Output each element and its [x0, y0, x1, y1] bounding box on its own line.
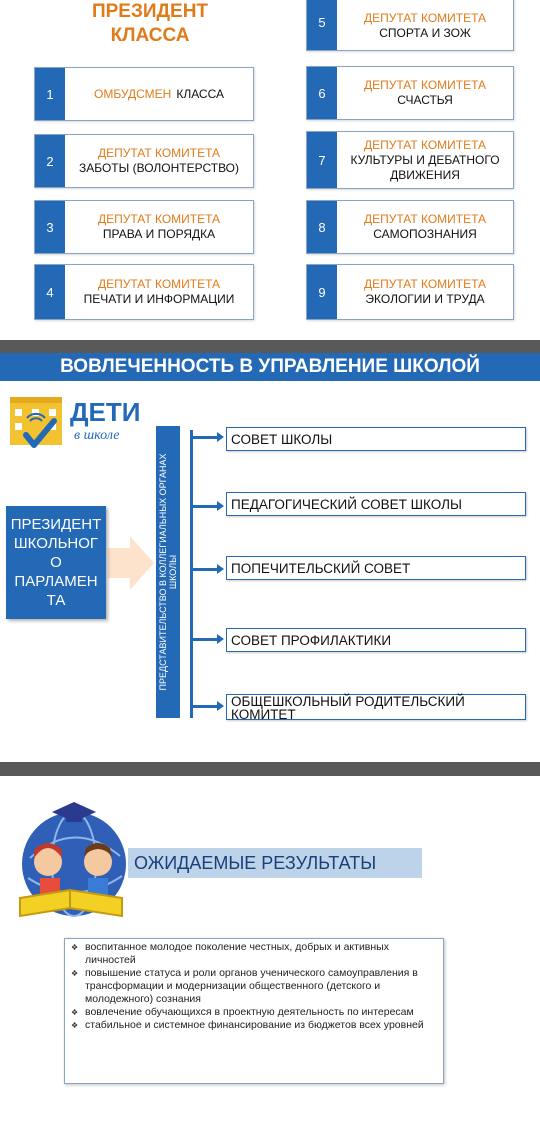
president-line: О	[50, 554, 62, 571]
role-card-2: 2 ДЕПУТАТ КОМИТЕТА ЗАБОТЫ (ВОЛОНТЕРСТВО)	[34, 134, 254, 188]
president-line: ШКОЛЬНОГ	[13, 535, 99, 552]
card-text: ДЕПУТАТ КОМИТЕТА ПЕЧАТИ И ИНФОРМАЦИИ	[65, 265, 253, 319]
card-number: 1	[35, 68, 65, 120]
card-label: ЭКОЛОГИИ И ТРУДА	[365, 292, 485, 306]
connector-arrow	[192, 432, 224, 442]
card-number: 2	[35, 135, 65, 187]
role-card-6: 6 ДЕПУТАТ КОМИТЕТА СЧАСТЬЯ	[306, 66, 514, 120]
card-number: 5	[307, 0, 337, 50]
card-highlight: ОМБУДСМЕН	[93, 86, 172, 101]
result-item: воспитанное молодое поколение честных, д…	[71, 941, 437, 967]
result-item: повышение статуса и роли органов учениче…	[71, 967, 437, 1006]
president-line: ПРЕЗИДЕНТ	[10, 516, 102, 533]
card-highlight: ДЕПУТАТ КОМИТЕТА	[363, 277, 487, 291]
body-parent-committee: ОБЩЕШКОЛЬНЫЙ РОДИТЕЛЬСКИЙ КОМИТЕТ	[226, 694, 526, 721]
role-card-4: 4 ДЕПУТАТ КОМИТЕТА ПЕЧАТИ И ИНФОРМАЦИИ	[34, 264, 254, 320]
section-divider	[0, 762, 540, 776]
connector-arrow	[192, 501, 224, 511]
card-number: 4	[35, 265, 65, 319]
card-text: ДЕПУТАТ КОМИТЕТА ЗАБОТЫ (ВОЛОНТЕРСТВО)	[65, 135, 253, 187]
card-label: САМОПОЗНАНИЯ	[373, 227, 477, 241]
card-text: ДЕПУТАТ КОМИТЕТА ПРАВА И ПОРЯДКА	[65, 201, 253, 253]
expected-results-list: воспитанное молодое поколение честных, д…	[64, 938, 444, 1084]
expected-results-title: ОЖИДАЕМЫЕ РЕЗУЛЬТАТЫ	[128, 848, 422, 878]
body-trustee-council: ПОПЕЧИТЕЛЬСКИЙ СОВЕТ	[226, 556, 526, 580]
card-highlight: ДЕПУТАТ КОМИТЕТА	[97, 212, 221, 226]
card-number: 6	[307, 67, 337, 119]
class-president-title: ПРЕЗИДЕНТ КЛАССА	[60, 0, 240, 48]
representation-bar: ПРЕДСТАВИТЕЛЬСТВО В КОЛЛЕГИАЛЬНЫХ ОРГАНА…	[156, 426, 180, 718]
role-card-1: 1 ОМБУДСМЕН КЛАССА	[34, 67, 254, 121]
card-label: СПОРТА И ЗОЖ	[379, 25, 471, 40]
card-highlight: ДЕПУТАТ КОМИТЕТА	[363, 78, 487, 92]
connector-arrow	[192, 701, 224, 711]
representation-line: ШКОЛЫ	[168, 554, 178, 590]
president-line: ТА	[46, 592, 66, 609]
connector-arrow	[192, 564, 224, 574]
card-highlight: ДЕПУТАТ КОМИТЕТА	[97, 146, 221, 160]
card-highlight: ДЕПУТАТ КОМИТЕТА	[97, 277, 221, 291]
president-line: ПАРЛАМЕН	[14, 573, 98, 590]
card-text: ДЕПУТАТ КОМИТЕТА КУЛЬТУРЫ И ДЕБАТНОГО ДВ…	[337, 132, 513, 188]
card-text: ДЕПУТАТ КОМИТЕТА СЧАСТЬЯ	[337, 67, 513, 119]
students-globe-illustration	[10, 798, 130, 926]
card-highlight: ДЕПУТАТ КОМИТЕТА	[363, 10, 487, 25]
role-card-5: 5 ДЕПУТАТ КОМИТЕТА СПОРТА И ЗОЖ	[306, 0, 514, 51]
logo-subtitle: в школе	[74, 428, 120, 443]
connector-trunk	[190, 430, 193, 718]
role-card-3: 3 ДЕПУТАТ КОМИТЕТА ПРАВА И ПОРЯДКА	[34, 200, 254, 254]
representation-label: ПРЕДСТАВИТЕЛЬСТВО В КОЛЛЕГИАЛЬНЫХ ОРГАНА…	[158, 427, 178, 717]
card-label: КУЛЬТУРЫ И ДЕБАТНОГО ДВИЖЕНИЯ	[350, 152, 500, 182]
card-number: 8	[307, 201, 337, 253]
result-item: вовлечение обучающихся в проектную деяте…	[71, 1006, 437, 1019]
governance-title: ВОВЛЕЧЕННОСТЬ В УПРАВЛЕНИЕ ШКОЛОЙ	[0, 353, 540, 381]
result-item: стабильное и системное финансирование из…	[71, 1019, 437, 1032]
card-number: 7	[307, 132, 337, 188]
role-card-7: 7 ДЕПУТАТ КОМИТЕТА КУЛЬТУРЫ И ДЕБАТНОГО …	[306, 131, 514, 189]
body-pedagogical-council: ПЕДАГОГИЧЕСКИЙ СОВЕТ ШКОЛЫ	[226, 492, 526, 516]
card-highlight: ДЕПУТАТ КОМИТЕТА	[363, 212, 487, 226]
card-label: ЗАБОТЫ (ВОЛОНТЕРСТВО)	[78, 161, 240, 175]
card-label: ПРАВА И ПОРЯДКА	[102, 227, 216, 241]
body-prevention-council: СОВЕТ ПРОФИЛАКТИКИ	[226, 628, 526, 652]
logo-title: ДЕТИ	[70, 397, 141, 427]
representation-line: ПРЕДСТАВИТЕЛЬСТВО В КОЛЛЕГИАЛЬНЫХ ОРГАНА…	[158, 453, 168, 691]
section-divider	[0, 340, 540, 353]
connector-arrow	[192, 634, 224, 644]
card-text: ДЕПУТАТ КОМИТЕТА ЭКОЛОГИИ И ТРУДА	[337, 265, 513, 319]
card-label: КЛАССА	[176, 86, 225, 101]
card-highlight: ДЕПУТАТ КОМИТЕТА	[363, 137, 487, 152]
card-number: 3	[35, 201, 65, 253]
card-label: ПЕЧАТИ И ИНФОРМАЦИИ	[83, 292, 235, 306]
title-line: КЛАССА	[110, 25, 190, 46]
card-label: СЧАСТЬЯ	[397, 93, 453, 107]
role-card-8: 8 ДЕПУТАТ КОМИТЕТА САМОПОЗНАНИЯ	[306, 200, 514, 254]
card-text: ДЕПУТАТ КОМИТЕТА СПОРТА И ЗОЖ	[337, 0, 513, 50]
card-text: ДЕПУТАТ КОМИТЕТА САМОПОЗНАНИЯ	[337, 201, 513, 253]
school-building-icon	[8, 395, 64, 457]
school-president-box: ПРЕЗИДЕНТ ШКОЛЬНОГ О ПАРЛАМЕН ТА	[6, 506, 106, 619]
card-number: 9	[307, 265, 337, 319]
arrow-right-icon	[108, 536, 154, 595]
title-line: ПРЕЗИДЕНТ	[91, 1, 209, 22]
card-text: ОМБУДСМЕН КЛАССА	[65, 68, 253, 120]
role-card-9: 9 ДЕПУТАТ КОМИТЕТА ЭКОЛОГИИ И ТРУДА	[306, 264, 514, 320]
body-school-council: СОВЕТ ШКОЛЫ	[226, 427, 526, 451]
